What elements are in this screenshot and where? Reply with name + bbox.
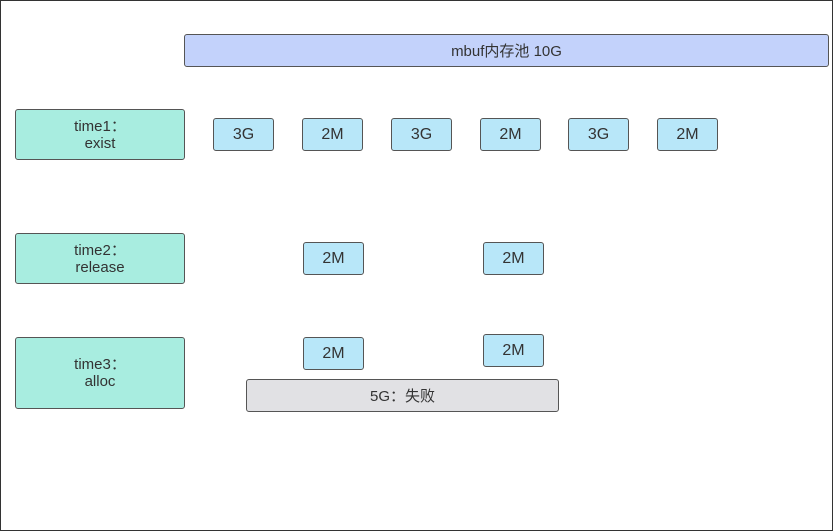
time1-chunk-5-label: 3G [587, 125, 610, 143]
failed-alloc-bar: 5G：失败 [246, 379, 559, 412]
time2-label-line2: release [75, 258, 125, 276]
time1-chunk-1: 3G [213, 118, 274, 151]
time3-chunk-2: 2M [483, 334, 544, 367]
time1-chunk-3: 3G [391, 118, 452, 151]
time3-label-line2: alloc [84, 373, 116, 390]
time2-chunk-1: 2M [303, 242, 364, 275]
time2-chunk-1-label: 2M [322, 249, 345, 267]
time3-label-line1: time3： [74, 356, 126, 373]
time1-label-line1: time1： [74, 117, 126, 135]
time1-label-box: time1： exist [15, 109, 185, 160]
time1-chunk-5: 3G [568, 118, 629, 151]
time1-chunk-6-label: 2M [676, 125, 699, 143]
time2-label-line1: time2： [74, 241, 126, 259]
time2-chunk-2-label: 2M [502, 249, 525, 267]
mbuf-pool-label: mbuf内存池 10G [451, 43, 562, 60]
mbuf-pool-bar: mbuf内存池 10G [184, 34, 829, 67]
time1-label-line2: exist [84, 134, 116, 152]
time1-chunk-3-label: 3G [410, 125, 433, 143]
time1-chunk-2-label: 2M [321, 125, 344, 143]
time1-chunk-4: 2M [480, 118, 541, 151]
time1-chunk-1-label: 3G [232, 125, 255, 143]
time3-chunk-1: 2M [303, 337, 364, 370]
time3-chunk-2-label: 2M [502, 341, 525, 359]
time1-chunk-2: 2M [302, 118, 363, 151]
time2-label-box: time2： release [15, 233, 185, 284]
time2-chunk-2: 2M [483, 242, 544, 275]
failed-alloc-label: 5G：失败 [369, 388, 435, 405]
time3-chunk-1-label: 2M [322, 344, 345, 362]
time1-chunk-6: 2M [657, 118, 718, 151]
time3-label-box: time3： alloc [15, 337, 185, 409]
time1-chunk-4-label: 2M [499, 125, 522, 143]
